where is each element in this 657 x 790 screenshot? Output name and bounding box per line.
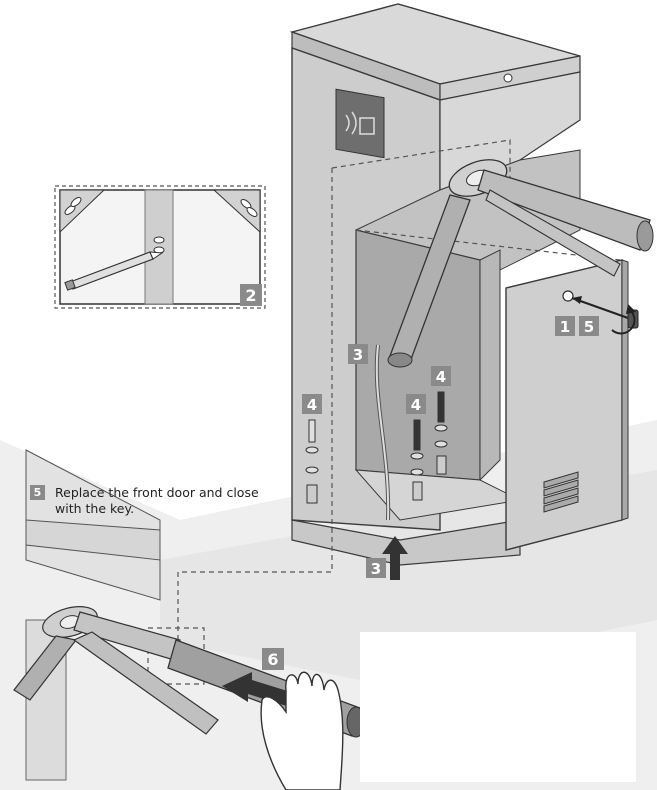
- second-turnstile: [13, 449, 219, 781]
- step-badge-3a: [348, 344, 368, 364]
- step-label-5: 5: [584, 318, 594, 336]
- step-label-4c: 4: [436, 368, 446, 386]
- push-arrow-icon: [382, 536, 408, 580]
- step-label-2: 2: [245, 286, 256, 305]
- step-badge-4b: [406, 394, 426, 414]
- pencil-icon: [64, 251, 164, 291]
- step-badge-4c: [431, 366, 451, 386]
- step-badge-3b: [366, 558, 386, 578]
- turnstile-arms: [387, 159, 654, 368]
- contactless-card-icon: [345, 111, 375, 135]
- step-label-3b: 3: [371, 560, 381, 578]
- step-badge-6: [262, 648, 284, 670]
- step-label-4a: 4: [307, 396, 317, 414]
- step-label-3a: 3: [353, 346, 363, 364]
- step-5-caption: 5 Replace the front door and close with t…: [30, 485, 290, 517]
- turnstile-cabinet: [289, 3, 581, 566]
- step-badges: 1 5 3 3 4 4 4 6: [262, 316, 599, 670]
- front-door: [505, 259, 629, 551]
- step-badge-4a: [302, 394, 322, 414]
- vent-grille: [543, 471, 579, 513]
- keyhole-icon: [562, 290, 574, 302]
- step-label-4b: 4: [411, 396, 421, 414]
- lock-icon: [503, 73, 513, 83]
- step-badge-5: [579, 316, 599, 336]
- step-badge-1: [555, 316, 575, 336]
- step-badge-2: [240, 284, 262, 306]
- caption-text: Replace the front door and close with th…: [55, 485, 259, 516]
- step-label-1: 1: [560, 318, 570, 336]
- key-icon: [571, 296, 639, 335]
- hand-icon: [260, 671, 344, 790]
- anchor-bolts: [305, 391, 448, 504]
- blank-panel: [360, 632, 636, 782]
- caption-step-badge: 5: [30, 485, 45, 500]
- template-inset: 2: [54, 185, 266, 309]
- step-label-6: 6: [267, 650, 278, 669]
